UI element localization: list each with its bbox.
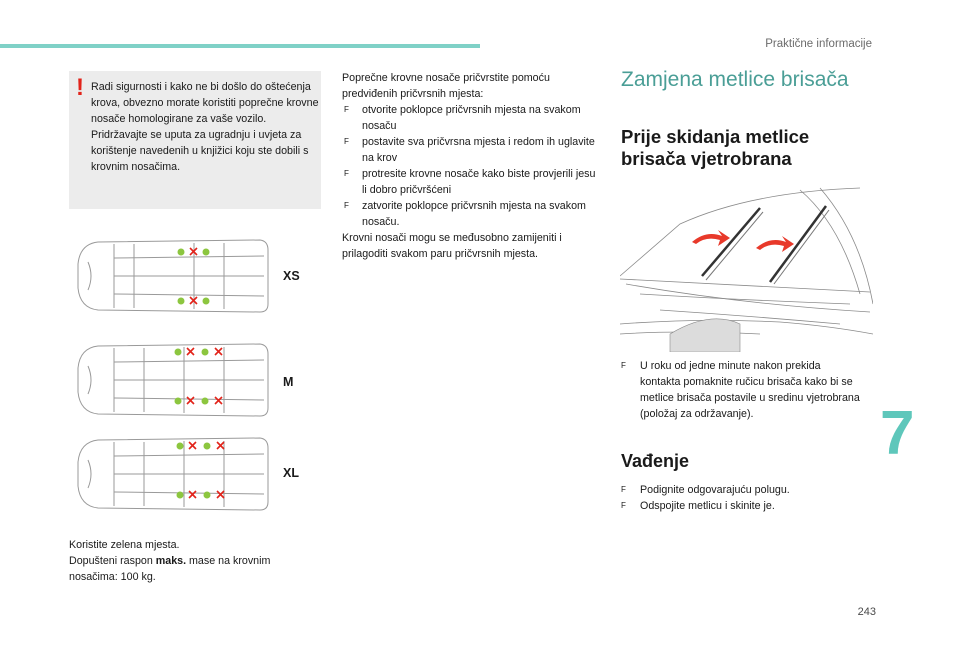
- instruction-step: otvorite poklopce pričvrsnih mjesta na s…: [342, 102, 602, 134]
- subsection-heading-line-1: Prije skidanja metlice: [621, 126, 810, 147]
- removal-step-1: F Podignite odgovarajuću polugu.: [621, 482, 861, 498]
- roof-bar-instructions: Poprečne krovne nosače pričvrstite pomoć…: [342, 70, 602, 262]
- van-m-diagram: [77, 343, 269, 417]
- bullet-icon: F: [621, 501, 626, 510]
- subsection-heading-line-2: brisača vjetrobrana: [621, 148, 792, 169]
- section-heading: Zamjena metlice brisača: [621, 68, 849, 91]
- header-accent-bar: [0, 44, 480, 48]
- instruction-step: postavite sva pričvrsna mjesta i redom i…: [342, 134, 602, 166]
- note-suffix: mase na krovnim nosačima: 100 kg.: [69, 555, 271, 583]
- warning-text: Radi sigurnosti i kako ne bi došlo do oš…: [91, 79, 319, 175]
- chapter-number: 7: [880, 399, 915, 468]
- note-line-1: Koristite zelena mjesta.: [69, 539, 180, 551]
- step-maintenance-position: F U roku od jedne minute nakon prekida k…: [621, 358, 861, 422]
- van-xs-diagram: [77, 239, 269, 313]
- load-note: Koristite zelena mjesta. Dopušteni raspo…: [69, 537, 319, 585]
- removal-step-text: Odspojite metlicu i skinite je.: [640, 500, 775, 512]
- warning-line-1: Radi sigurnosti i kako ne bi došlo do oš…: [91, 81, 319, 125]
- bullet-icon: F: [621, 361, 626, 370]
- figure-label-xl: XL: [283, 466, 299, 480]
- section-title: Praktične informacije: [765, 38, 872, 50]
- figure-label-xs: XS: [283, 269, 300, 283]
- wiper-illustration: [620, 184, 873, 352]
- bullet-icon: F: [621, 485, 626, 494]
- note-prefix: Dopušteni raspon: [69, 555, 156, 567]
- removal-step-text: Podignite odgovarajuću polugu.: [640, 484, 790, 496]
- page-number: 243: [857, 606, 876, 618]
- note-bold: maks.: [155, 555, 187, 567]
- warning-box: [69, 71, 321, 209]
- instruction-step: zatvorite poklopce pričvrsnih mjesta na …: [342, 198, 602, 230]
- instructions-outro: Krovni nosači mogu se međusobno zamijeni…: [342, 232, 562, 260]
- note-line-2: Dopušteni raspon maks. mase na krovnim n…: [69, 553, 319, 585]
- instruction-step: protresite krovne nosače kako biste prov…: [342, 166, 602, 198]
- step-text: U roku od jedne minute nakon prekida kon…: [640, 360, 860, 420]
- removal-step-2: F Odspojite metlicu i skinite je.: [621, 498, 861, 514]
- warning-line-2: Pridržavajte se uputa za ugradnju i uvje…: [91, 129, 309, 173]
- warning-icon: !: [76, 74, 84, 101]
- van-xl-diagram: [77, 437, 269, 511]
- subsection-heading: Prije skidanja metlice brisača vjetrobra…: [621, 126, 861, 170]
- removal-heading: Vađenje: [621, 451, 690, 471]
- figure-label-m: M: [283, 375, 294, 389]
- instructions-intro: Poprečne krovne nosače pričvrstite pomoć…: [342, 72, 550, 100]
